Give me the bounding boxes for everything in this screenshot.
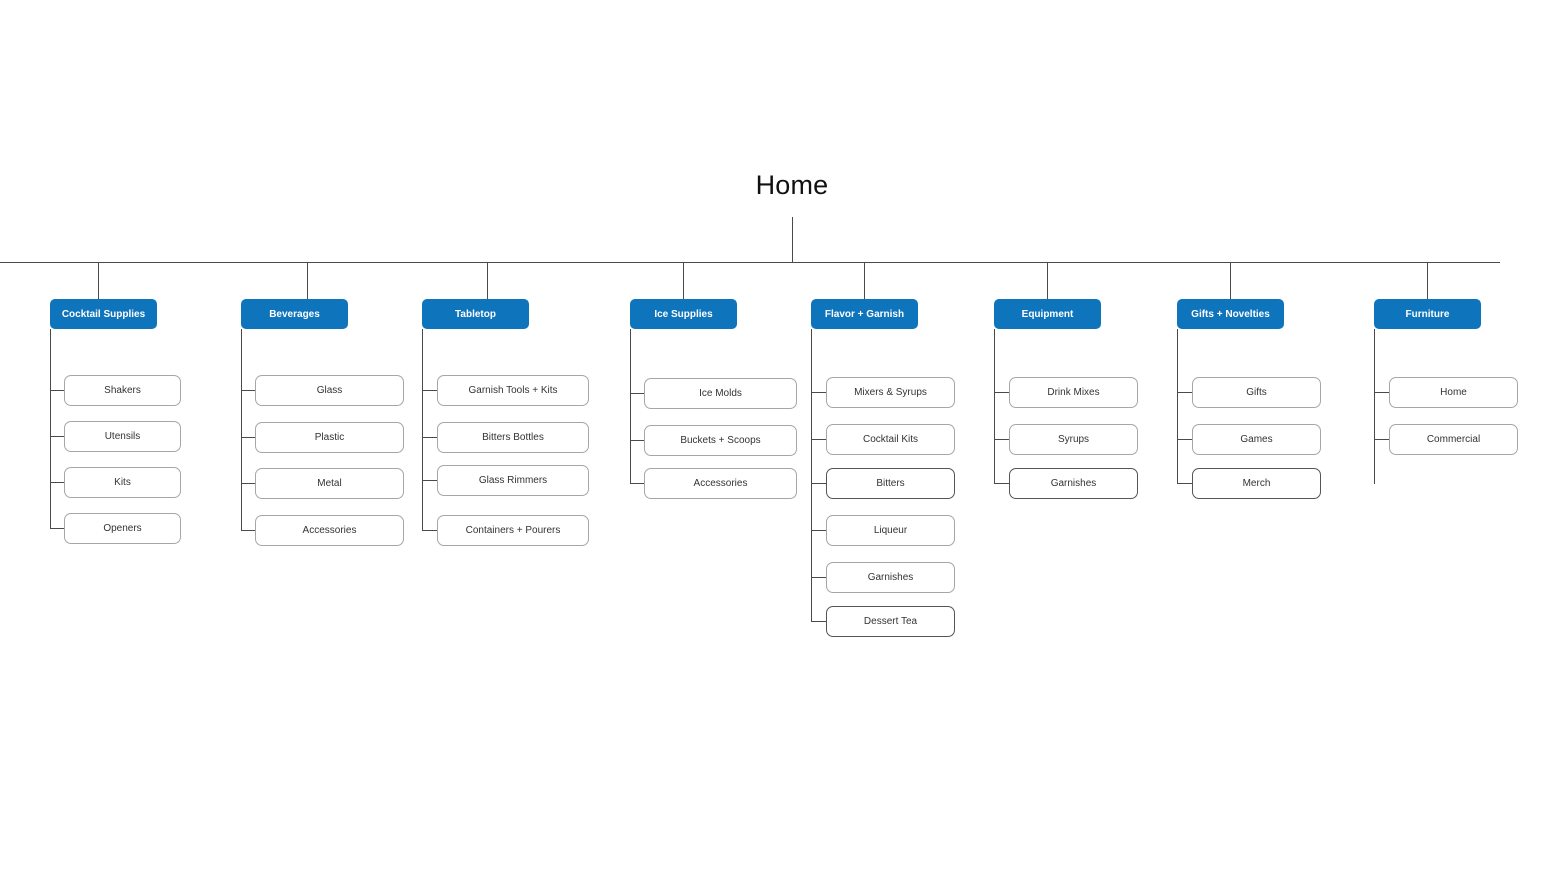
subcategory-flavor-and-garnish-garnishes[interactable]: Garnishes — [826, 562, 955, 593]
branch-equipment-drink-mixes — [994, 392, 1009, 394]
branch-cocktail-supplies-utensils — [50, 436, 64, 438]
subcategory-flavor-and-garnish-mixers-and-syrups[interactable]: Mixers & Syrups — [826, 377, 955, 408]
branch-furniture-commercial — [1374, 439, 1389, 441]
subcategory-ice-supplies-accessories[interactable]: Accessories — [644, 468, 797, 499]
branch-cocktail-supplies-openers — [50, 528, 64, 530]
branch-tabletop-glass-rimmers — [422, 480, 437, 482]
root-node-home[interactable]: Home — [755, 170, 829, 200]
subcategory-equipment-drink-mixes[interactable]: Drink Mixes — [1009, 377, 1138, 408]
subcategory-furniture-home[interactable]: Home — [1389, 377, 1518, 408]
category-connector-cocktail-supplies — [98, 263, 100, 299]
branch-flavor-and-garnish-bitters — [811, 483, 826, 485]
spine-flavor-and-garnish — [811, 329, 813, 621]
branch-equipment-syrups — [994, 439, 1009, 441]
branch-flavor-and-garnish-cocktail-kits — [811, 439, 826, 441]
spine-ice-supplies — [630, 329, 632, 483]
subcategory-tabletop-glass-rimmers[interactable]: Glass Rimmers — [437, 465, 589, 496]
subcategory-gifts-and-novelties-merch[interactable]: Merch — [1192, 468, 1321, 499]
subcategory-gifts-and-novelties-gifts[interactable]: Gifts — [1192, 377, 1321, 408]
branch-beverages-plastic — [241, 437, 255, 439]
category-connector-tabletop — [487, 263, 489, 299]
subcategory-ice-supplies-ice-molds[interactable]: Ice Molds — [644, 378, 797, 409]
category-gifts-and-novelties[interactable]: Gifts + Novelties — [1177, 299, 1284, 329]
branch-ice-supplies-accessories — [630, 483, 644, 485]
branch-furniture-home — [1374, 392, 1389, 394]
category-beverages[interactable]: Beverages — [241, 299, 348, 329]
subcategory-flavor-and-garnish-bitters[interactable]: Bitters — [826, 468, 955, 499]
spine-furniture — [1374, 329, 1376, 484]
category-equipment[interactable]: Equipment — [994, 299, 1101, 329]
category-ice-supplies[interactable]: Ice Supplies — [630, 299, 737, 329]
branch-gifts-and-novelties-merch — [1177, 483, 1192, 485]
branch-flavor-and-garnish-liqueur — [811, 530, 826, 532]
subcategory-cocktail-supplies-utensils[interactable]: Utensils — [64, 421, 181, 452]
subcategory-gifts-and-novelties-games[interactable]: Games — [1192, 424, 1321, 455]
subcategory-tabletop-bitters-bottles[interactable]: Bitters Bottles — [437, 422, 589, 453]
category-connector-ice-supplies — [683, 263, 685, 299]
branch-equipment-garnishes — [994, 483, 1009, 485]
branch-flavor-and-garnish-dessert-tea — [811, 621, 826, 623]
subcategory-beverages-accessories[interactable]: Accessories — [255, 515, 404, 546]
root-connector — [792, 217, 794, 263]
branch-cocktail-supplies-kits — [50, 482, 64, 484]
category-flavor-and-garnish[interactable]: Flavor + Garnish — [811, 299, 918, 329]
category-cocktail-supplies[interactable]: Cocktail Supplies — [50, 299, 157, 329]
subcategory-ice-supplies-buckets-and-scoops[interactable]: Buckets + Scoops — [644, 425, 797, 456]
category-furniture[interactable]: Furniture — [1374, 299, 1481, 329]
subcategory-beverages-glass[interactable]: Glass — [255, 375, 404, 406]
subcategory-beverages-metal[interactable]: Metal — [255, 468, 404, 499]
branch-tabletop-bitters-bottles — [422, 437, 437, 439]
subcategory-flavor-and-garnish-dessert-tea[interactable]: Dessert Tea — [826, 606, 955, 637]
subcategory-flavor-and-garnish-cocktail-kits[interactable]: Cocktail Kits — [826, 424, 955, 455]
subcategory-tabletop-garnish-tools-and-kits[interactable]: Garnish Tools + Kits — [437, 375, 589, 406]
category-connector-beverages — [307, 263, 309, 299]
subcategory-cocktail-supplies-shakers[interactable]: Shakers — [64, 375, 181, 406]
branch-cocktail-supplies-shakers — [50, 390, 64, 392]
branch-flavor-and-garnish-mixers-and-syrups — [811, 392, 826, 394]
category-connector-gifts-and-novelties — [1230, 263, 1232, 299]
spine-beverages — [241, 329, 243, 530]
subcategory-equipment-syrups[interactable]: Syrups — [1009, 424, 1138, 455]
branch-beverages-accessories — [241, 530, 255, 532]
spine-tabletop — [422, 329, 424, 530]
category-connector-furniture — [1427, 263, 1429, 299]
branch-flavor-and-garnish-garnishes — [811, 577, 826, 579]
subcategory-beverages-plastic[interactable]: Plastic — [255, 422, 404, 453]
category-tabletop[interactable]: Tabletop — [422, 299, 529, 329]
branch-beverages-glass — [241, 390, 255, 392]
subcategory-flavor-and-garnish-liqueur[interactable]: Liqueur — [826, 515, 955, 546]
branch-tabletop-containers-and-pourers — [422, 530, 437, 532]
spine-gifts-and-novelties — [1177, 329, 1179, 483]
subcategory-cocktail-supplies-openers[interactable]: Openers — [64, 513, 181, 544]
branch-tabletop-garnish-tools-and-kits — [422, 390, 437, 392]
subcategory-tabletop-containers-and-pourers[interactable]: Containers + Pourers — [437, 515, 589, 546]
branch-ice-supplies-ice-molds — [630, 393, 644, 395]
category-connector-flavor-and-garnish — [864, 263, 866, 299]
subcategory-equipment-garnishes[interactable]: Garnishes — [1009, 468, 1138, 499]
category-connector-equipment — [1047, 263, 1049, 299]
branch-beverages-metal — [241, 483, 255, 485]
main-horizontal-connector — [0, 262, 1500, 264]
subcategory-furniture-commercial[interactable]: Commercial — [1389, 424, 1518, 455]
spine-equipment — [994, 329, 996, 483]
subcategory-cocktail-supplies-kits[interactable]: Kits — [64, 467, 181, 498]
branch-ice-supplies-buckets-and-scoops — [630, 440, 644, 442]
spine-cocktail-supplies — [50, 329, 52, 528]
branch-gifts-and-novelties-games — [1177, 439, 1192, 441]
branch-gifts-and-novelties-gifts — [1177, 392, 1192, 394]
